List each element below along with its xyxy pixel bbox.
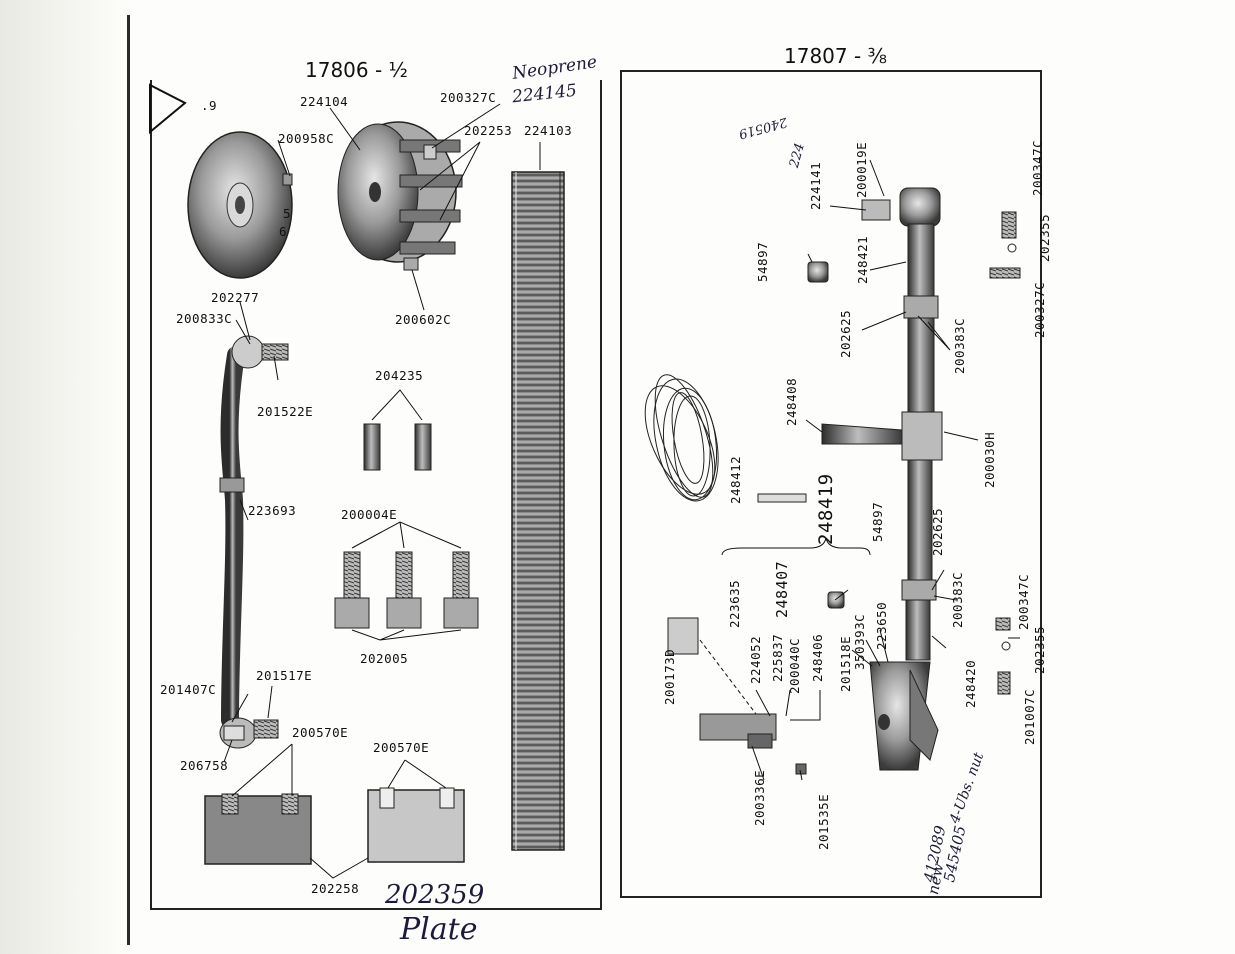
clamp-plates-part xyxy=(204,743,465,879)
part-label: 200602C xyxy=(395,312,452,327)
part-label: 248420 xyxy=(963,659,978,708)
part-label: 202625 xyxy=(930,507,945,556)
part-label: 202258 xyxy=(311,881,360,896)
part-label: 206758 xyxy=(180,758,229,773)
handwritten-part-number: 202359 xyxy=(385,880,485,910)
disc-mark-9: .9 xyxy=(201,98,218,113)
part-label: 248419 xyxy=(815,473,837,545)
part-label: 200347C xyxy=(1016,573,1031,630)
right-panel-frame xyxy=(620,70,1042,898)
part-label: 200570E xyxy=(373,740,430,755)
left-panel-title: 17806 - ½ xyxy=(305,58,408,82)
part-label: 248412 xyxy=(728,455,743,504)
part-label: 201407C xyxy=(160,682,217,697)
part-label: 200327C xyxy=(1032,281,1047,338)
part-label: 202005 xyxy=(360,651,409,666)
part-label: 200030H xyxy=(982,431,997,488)
part-label: 200383C xyxy=(950,571,965,628)
part-label: 200336E xyxy=(752,769,767,826)
binding-line xyxy=(127,15,130,945)
part-label: 223693 xyxy=(248,503,297,518)
pad-disc-part xyxy=(187,131,293,279)
connecting-rod-part xyxy=(219,335,289,749)
part-label: 224104 xyxy=(300,94,349,109)
part-label: 224052 xyxy=(748,635,763,684)
part-label: 202355 xyxy=(1032,625,1047,674)
left-panel-frame xyxy=(150,80,602,910)
handwritten-plate-note: Plate xyxy=(400,912,478,947)
part-label: 223635 xyxy=(727,579,742,628)
part-label: 201517E xyxy=(256,668,313,683)
part-label: 200019E xyxy=(854,141,869,198)
shaft-assembly-part xyxy=(821,187,943,771)
part-label: 202355 xyxy=(1037,213,1052,262)
part-label: 224141 xyxy=(808,161,823,210)
disc-mark-6: 6 xyxy=(279,224,288,239)
corner-marker-triangle xyxy=(149,83,187,135)
part-label: 201535E xyxy=(816,793,831,850)
disc-mark-5: 5 xyxy=(283,206,292,221)
part-label: 248407 xyxy=(773,560,791,618)
brush-drum-part xyxy=(337,121,463,271)
part-label: 201522E xyxy=(257,404,314,419)
bolts-part xyxy=(334,521,479,641)
part-label: 248408 xyxy=(784,377,799,426)
right-leader-lines xyxy=(699,159,1020,781)
part-label: 200173D xyxy=(662,648,677,705)
part-label: 200347C xyxy=(1030,139,1045,196)
part-label: 201518E xyxy=(838,635,853,692)
part-label: 54897 xyxy=(755,241,770,282)
part-label: 202277 xyxy=(211,290,260,305)
scanned-page-edge xyxy=(0,0,130,954)
right-small-parts xyxy=(667,211,1021,775)
part-label: 200570E xyxy=(292,725,349,740)
part-label: 350393C xyxy=(852,613,867,670)
part-label: 225837 xyxy=(770,633,785,682)
part-label: 201007C xyxy=(1022,688,1037,745)
part-label: 248421 xyxy=(855,235,870,284)
right-panel-title: 17807 - ⅜ xyxy=(784,44,887,68)
part-label: 223650 xyxy=(874,601,889,650)
part-label: 202625 xyxy=(838,309,853,358)
part-label: 202253 xyxy=(464,123,513,138)
part-label: 200327C xyxy=(440,90,497,105)
pins-part xyxy=(363,389,432,471)
part-label: 200004E xyxy=(341,507,398,522)
part-label: 204235 xyxy=(375,368,424,383)
part-label: 200383C xyxy=(952,317,967,374)
left-leader-lines xyxy=(223,103,541,763)
part-label: 54897 xyxy=(870,501,885,542)
brush-strip-part xyxy=(511,171,565,851)
part-label: 200040C xyxy=(787,637,802,694)
part-label: 224103 xyxy=(524,123,573,138)
part-label: 200958C xyxy=(278,131,335,146)
part-label: 200833C xyxy=(176,311,233,326)
part-label: 248406 xyxy=(810,633,825,682)
wire-coil-part xyxy=(644,374,719,502)
